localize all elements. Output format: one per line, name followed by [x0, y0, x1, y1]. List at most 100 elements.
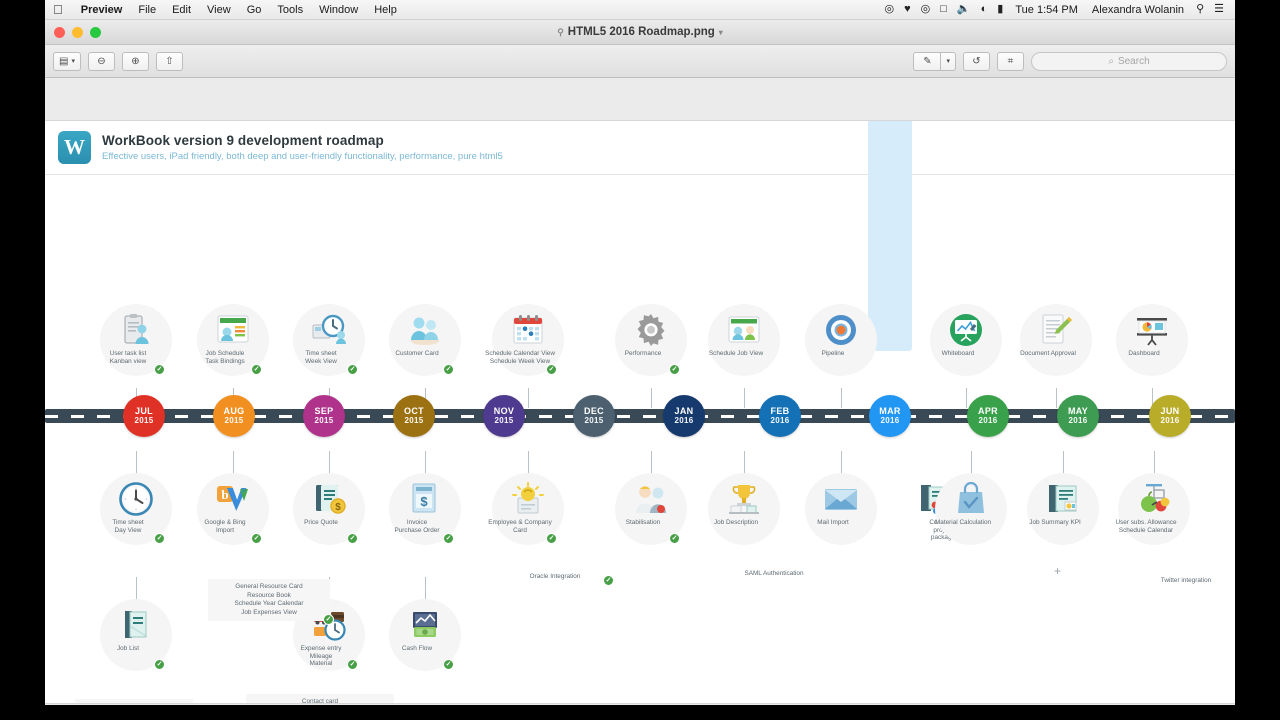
- note-line: Job Expenses View: [241, 608, 297, 616]
- note-line: Contact card: [301, 698, 339, 703]
- node-connector-stem: [1152, 388, 1153, 408]
- wifi-status-icon[interactable]: ◐: [980, 3, 988, 15]
- menu-item-help[interactable]: Help: [364, 3, 397, 16]
- roadmap-node-bubble: $Price Quote✓: [293, 473, 365, 545]
- document-title-area: ⚲ HTML5 2016 Roadmap.png ▾: [45, 26, 1235, 38]
- roadmap-node-label: Job List: [116, 645, 140, 652]
- roadmap-node-top-row: Customer Card ✓: [389, 304, 461, 376]
- zoom-in-button[interactable]: ⊕: [121, 51, 149, 71]
- markup-button[interactable]: ✎: [913, 51, 941, 71]
- menu-item-window[interactable]: Window: [309, 3, 358, 16]
- note-line: Twitter integration: [1160, 577, 1212, 584]
- roadmap-node-label: Customer Card: [395, 350, 439, 357]
- checkmark-status-icon[interactable]: ◎: [920, 3, 931, 15]
- invoice-icon: $: [412, 483, 436, 513]
- month-abbrev: APR: [978, 405, 998, 416]
- completed-check-icon: ✓: [251, 364, 262, 375]
- roadmap-feature-note: Contact cardGeneral resource card Schedu…: [246, 694, 394, 703]
- sidebar-icon: ▤: [59, 55, 69, 67]
- menu-item-edit[interactable]: Edit: [162, 3, 191, 16]
- volume-status-icon[interactable]: 🔈: [956, 3, 971, 15]
- month-abbrev: DEC: [584, 405, 604, 416]
- note-line: Schedule Year Calendar: [234, 600, 304, 608]
- sidebar-toggle-button[interactable]: ▤ ▾: [53, 51, 81, 71]
- minimize-button[interactable]: [72, 26, 83, 38]
- people-two-icon: [636, 486, 666, 513]
- menu-item-preview[interactable]: Preview: [71, 3, 123, 16]
- month-abbrev: NOV: [493, 405, 515, 416]
- node-connector-stem: [744, 451, 745, 473]
- user-name[interactable]: Alexandra Wolanin: [1091, 3, 1185, 16]
- preview-window: ⚲ HTML5 2016 Roadmap.png ▾ ▤ ▾ ⊖ ⊕ ⇧ ✎: [45, 20, 1235, 705]
- roadmap-feature-note: Twitter integration: [1125, 577, 1235, 586]
- material-bag-icon: [958, 482, 984, 513]
- markup-options-button[interactable]: ▾: [940, 51, 956, 71]
- add-item-plus-icon[interactable]: +: [1054, 564, 1062, 578]
- completed-check-icon: ✓: [669, 533, 680, 544]
- roadmap-title: WorkBook version 9 development roadmap: [102, 132, 384, 148]
- node-connector-stem: [744, 388, 745, 408]
- node-connector-stem: [233, 451, 234, 473]
- price-quote-icon: $: [316, 485, 346, 514]
- zoom-out-button[interactable]: ⊖: [87, 51, 115, 71]
- roadmap-node-top-row: Whiteboard: [930, 304, 1002, 376]
- record-status-icon[interactable]: ◎: [884, 3, 895, 15]
- roadmap-node-top-row: Dashboard: [1116, 304, 1188, 376]
- node-connector-stem: [136, 451, 137, 473]
- roadmap-node-bottom-row: Mail Import: [805, 473, 877, 545]
- cash-flow-icon: [413, 612, 437, 637]
- customer-people-icon: [411, 317, 439, 345]
- menu-item-view[interactable]: View: [197, 3, 231, 16]
- roadmap-node-label: Material Calculation: [934, 519, 992, 526]
- menu-item-file[interactable]: File: [128, 3, 156, 16]
- share-button[interactable]: ⇧: [155, 51, 183, 71]
- dashboard-chart-icon: [1137, 318, 1167, 346]
- roadmap-node-bottom-row: $Price Quote✓: [293, 473, 365, 545]
- airplay-status-icon[interactable]: □: [940, 3, 947, 15]
- zoom-button[interactable]: [90, 26, 101, 38]
- zoom-in-icon: ⊕: [131, 55, 140, 67]
- roadmap-node-bubble: Schedule Job View: [708, 304, 780, 376]
- completed-check-icon: ✓: [154, 659, 165, 670]
- month-year: 2016: [1068, 416, 1088, 425]
- roadmap-node-label: Schedule Job View: [708, 350, 764, 357]
- node-connector-stem: [1154, 451, 1155, 473]
- evernote-status-icon[interactable]: ♥: [904, 3, 911, 15]
- clock[interactable]: Tue 1:54 PM: [1015, 3, 1078, 16]
- menu-item-go[interactable]: Go: [236, 3, 262, 16]
- window-controls: [45, 26, 101, 38]
- close-button[interactable]: [54, 26, 65, 38]
- search-input[interactable]: ⌕ Search: [1031, 51, 1227, 71]
- apple-menu-icon[interactable]: : [45, 3, 73, 16]
- annotate-button[interactable]: ⌗: [997, 51, 1024, 71]
- battery-status-icon[interactable]: ▮: [997, 3, 1004, 15]
- notification-center-icon[interactable]: ☰: [1214, 3, 1224, 15]
- note-line: Oracle Integration: [529, 573, 581, 580]
- workbook-logo: W: [58, 130, 91, 164]
- menu-item-tools[interactable]: Tools: [267, 3, 303, 16]
- rotate-button[interactable]: ↺: [963, 51, 990, 71]
- zoom-out-icon: ⊖: [97, 55, 106, 67]
- month-abbrev: AUG: [223, 405, 245, 416]
- spotlight-search-icon[interactable]: ⚲: [1196, 3, 1205, 15]
- month-abbrev: JUL: [135, 405, 153, 416]
- roadmap-node-bottom-row: Material Calculation: [935, 473, 1007, 545]
- title-chevron-down-icon[interactable]: ▾: [718, 27, 723, 37]
- completed-check-icon: ✓: [443, 364, 454, 375]
- completed-check-icon: ✓: [669, 364, 680, 375]
- roadmap-node-bubble: Document Approval: [1020, 304, 1092, 376]
- sidebar-chevron-down-icon: ▾: [71, 58, 75, 65]
- gear-icon: [637, 314, 665, 346]
- note-line: General Resource Card: [235, 583, 303, 590]
